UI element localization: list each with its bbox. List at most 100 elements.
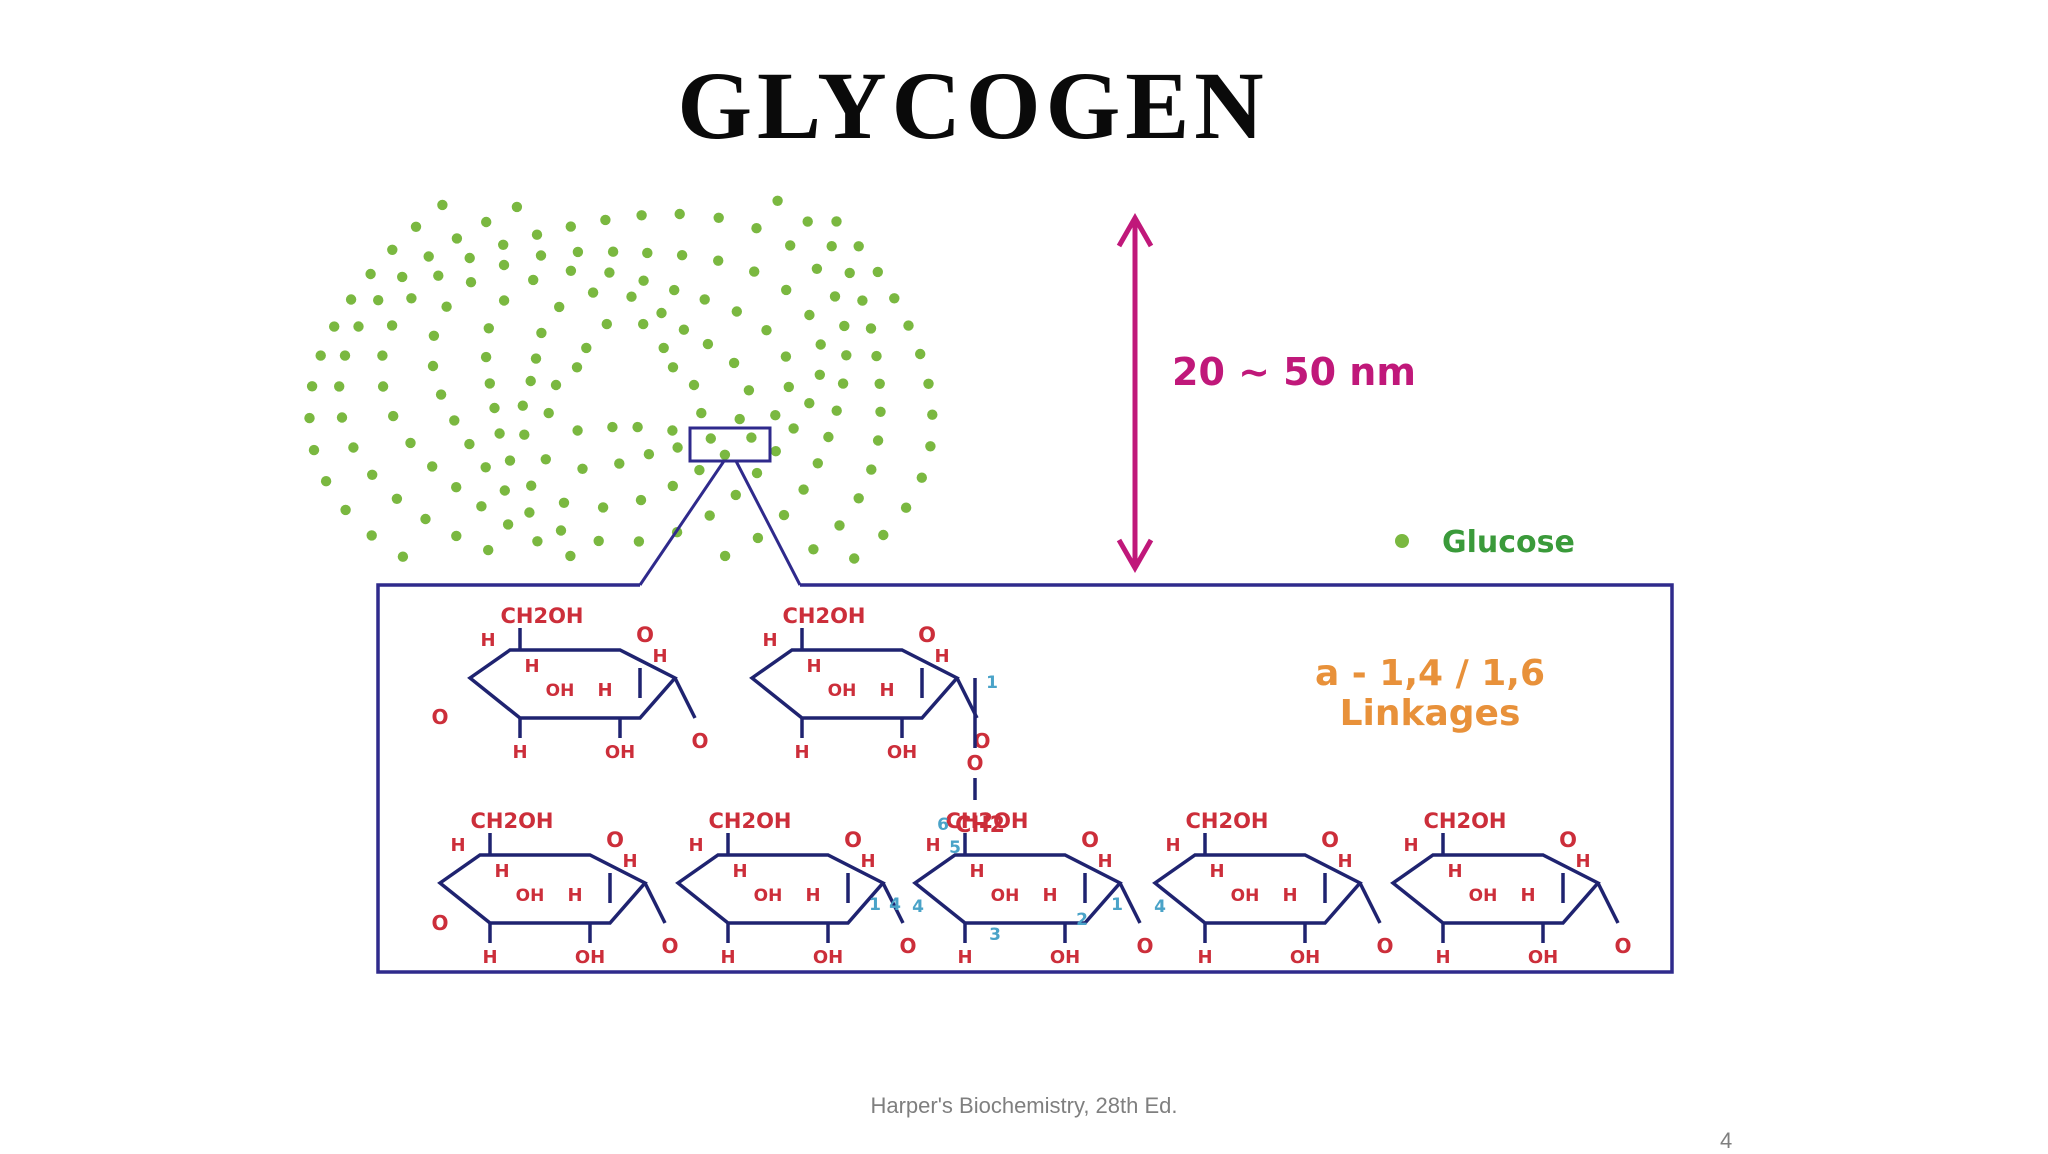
glucose-dot [812,458,823,469]
glucose-dot [635,494,647,506]
glycosidic-oxygen-label: O [1376,934,1393,958]
glucose-dot [427,461,438,472]
oh-label: OH [887,742,917,763]
glucose-dot [730,489,741,501]
glucose-dot [451,530,462,542]
glucose-dot [550,379,562,391]
glucose-dot [749,266,760,277]
glucose-dot [377,381,389,392]
glucose-dot [540,454,551,465]
glucose-dot [875,406,886,417]
ch2oh-label: CH2OH [708,809,791,833]
glucose-dot [674,208,685,220]
glucose-dot [498,239,509,250]
glucose-dot [638,318,649,330]
glucose-dot [397,551,409,562]
glucose-dot [304,412,315,424]
glucose-dot [572,425,583,436]
ring-oxygen-label: O [918,623,936,647]
glycosidic-oxygen-label: O [661,934,678,958]
carbon-position-number: 1 [986,673,998,693]
glucose-dot [878,529,889,541]
oh-label: OH [754,886,783,906]
glucose-dot [526,480,537,491]
glycosidic-oxygen-label: O [973,729,990,753]
glucose-dot [428,330,440,341]
glucose-dot [607,246,619,257]
h-label: H [597,680,612,701]
glucose-ring [1152,833,1382,943]
glucose-dot [494,428,505,439]
glucose-dot [770,446,781,457]
h-label: H [1042,885,1057,906]
glucose-dot [872,266,883,278]
glucose-dot [480,351,492,363]
size-label: 20 ~ 50 nm [1172,350,1416,394]
glucose-ring [1390,833,1620,943]
glucose-dot [480,462,491,473]
glucose-dot [388,410,399,422]
oh-label: OH [828,681,857,701]
glucose-dot [699,294,710,305]
glucose-dot [713,255,724,266]
glucose-dot [676,250,688,261]
glucose-dot [713,212,724,223]
glucose-dot [927,409,938,420]
branch-oxygen-label: O [966,751,983,775]
h-label: H [934,646,949,667]
zoom-line-right [734,460,802,586]
h-label: H [1403,835,1418,856]
glucose-dot [667,362,679,373]
h-label: H [806,656,821,677]
glucose-dot [555,525,567,536]
glucose-dot [320,476,332,487]
glucose-dot [642,247,653,259]
glucose-dot [386,320,398,331]
glucose-dot [339,350,351,361]
glucose-dot [489,402,500,414]
carbon-position-number: 4 [1154,897,1166,917]
ring-oxygen-label: O [844,828,862,852]
oh-label: OH [575,947,605,968]
h-label: H [512,742,527,763]
h-label: H [1165,835,1180,856]
glucose-dot [517,400,528,411]
glucose-dot [308,444,320,456]
linkage-label-line2: Linkages [1340,693,1521,734]
ch2oh-label: CH2OH [500,604,583,628]
h-label: H [1575,851,1590,872]
carbon-position-number: 3 [989,925,1001,945]
carbon-position-number: 5 [949,838,961,858]
glucose-dot [761,325,772,336]
glucose-dot [815,339,826,350]
glucose-dot [688,379,700,391]
glucose-dot [802,216,813,227]
glucose-dot [587,287,599,298]
glucose-dot [808,544,819,555]
h-label: H [1520,885,1535,906]
glucose-dot [633,536,645,547]
glucose-dot [427,360,439,372]
glucose-dot [565,265,577,276]
glucose-dot [441,301,452,312]
glucose-dot [420,513,431,525]
h-label: H [957,947,972,968]
glucose-dot [481,216,492,228]
h-label: H [879,680,894,701]
glycosidic-oxygen-label: O [431,705,448,729]
glucose-dot [834,520,845,531]
ch2-label: CH2 [955,813,1005,838]
glucose-dot [871,350,882,362]
glucose-ring [437,833,667,943]
glucose-dot [841,350,852,361]
glucose-dot [770,410,781,421]
glucose-dot [746,432,757,443]
glucose-dot [798,484,809,495]
glucose-dot [366,530,377,541]
glucose-dot [406,293,417,304]
glucose-dot [377,350,388,361]
glucose-dot [435,389,447,400]
glucose-dot [751,223,762,234]
glucose-dot [781,284,792,296]
